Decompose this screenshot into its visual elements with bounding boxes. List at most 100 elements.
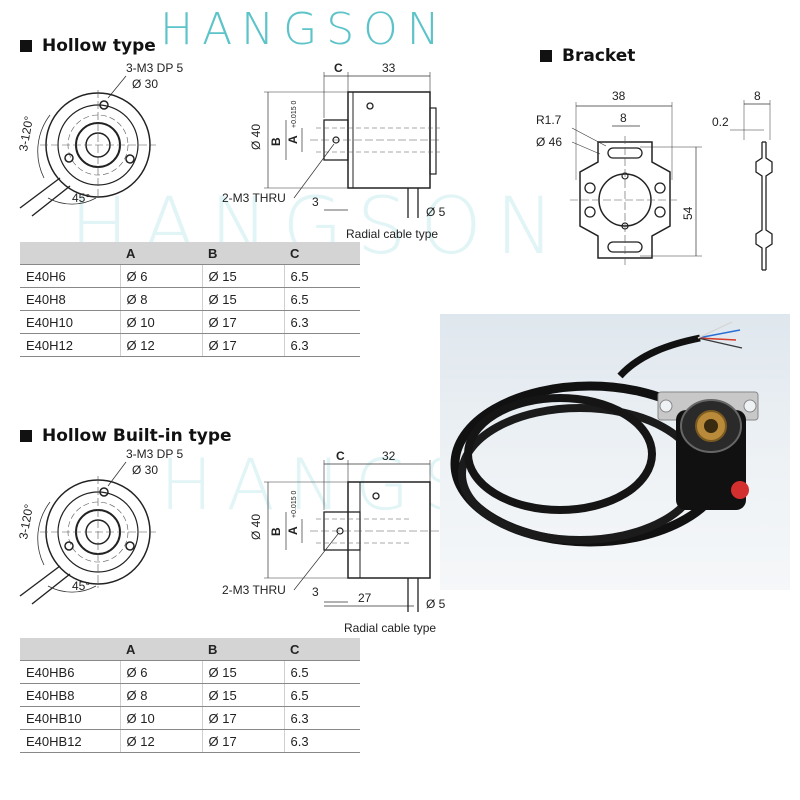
table-row: E40H6 Ø 6 Ø 15 6.5 <box>20 264 360 288</box>
builtin-thru-label: 2-M3 THRU <box>222 583 286 597</box>
table-cell: 6.3 <box>283 310 360 334</box>
builtin-pcd-label: Ø 30 <box>132 463 158 477</box>
table-cell: Ø 17 <box>201 729 284 753</box>
builtin-caption: Radial cable type <box>344 621 436 635</box>
table-row: E40H12 Ø 12 Ø 17 6.3 <box>20 333 360 357</box>
table-cell: 6.5 <box>283 660 360 684</box>
table-cell: 6.5 <box>283 264 360 288</box>
hollow-side-view: C 33 Ø 40 B A +0.015 0 2-M3 THRU 3 Ø 5 R… <box>222 61 446 241</box>
table-cell: Ø 17 <box>201 333 284 357</box>
builtin-dia-body: Ø 40 <box>249 514 263 540</box>
hollow-angle-arc-label: 3-120° <box>16 115 36 153</box>
table-row: E40HB8 Ø 8 Ø 15 6.5 <box>20 683 360 707</box>
table-cell: E40HB10 <box>20 706 120 730</box>
table-cell: Ø 15 <box>201 660 284 684</box>
hollow-type-title: Hollow type <box>20 36 156 56</box>
builtin-angle-arc-label: 3-120° <box>16 503 36 541</box>
hollow-dim-b: B <box>269 137 283 146</box>
table-cell: Ø 10 <box>119 706 202 730</box>
table-header-cell: B <box>202 638 284 661</box>
builtin-dim-3: 3 <box>312 585 319 599</box>
table-cell: 6.5 <box>283 287 360 311</box>
encoder-product-photo <box>440 314 790 590</box>
encoder-photo-illustration <box>450 321 759 547</box>
bracket-dim-thick: 8 <box>754 89 761 103</box>
table-header-cell: B <box>202 242 284 265</box>
table-cell: Ø 8 <box>119 287 202 311</box>
table-cell: Ø 17 <box>201 706 284 730</box>
bracket-dim-slot: 8 <box>620 111 627 125</box>
builtin-dim-c: C <box>336 449 345 463</box>
builtin-side-view: C 32 Ø 40 B A +0.015 0 2-M3 THRU 3 27 Ø … <box>222 449 446 635</box>
table-row: E40H10 Ø 10 Ø 17 6.3 <box>20 310 360 334</box>
bracket-dim-width: 38 <box>612 89 626 103</box>
builtin-front-view: 3-M3 DP 5 Ø 30 3-120° 45° <box>16 447 183 605</box>
table-cell: Ø 12 <box>119 729 202 753</box>
hollow-dim-len: 33 <box>382 61 396 75</box>
builtin-dim-a: A <box>286 526 300 535</box>
table-cell: 6.3 <box>283 706 360 730</box>
hollow-type-title-text: Hollow type <box>42 36 156 56</box>
builtin-cable-dia: Ø 5 <box>426 597 446 611</box>
table-cell: Ø 17 <box>201 310 284 334</box>
bracket-dim-height: 54 <box>681 206 695 220</box>
hollow-cable-angle-label: 45° <box>72 191 90 205</box>
hollow-tolerance: +0.015 0 <box>291 100 298 128</box>
table-row: E40HB10 Ø 10 Ø 17 6.3 <box>20 706 360 730</box>
bracket-title-text: Bracket <box>562 46 636 66</box>
bullet-square-icon <box>540 50 552 62</box>
table-cell: E40HB8 <box>20 683 120 707</box>
table-cell: E40H8 <box>20 287 120 311</box>
table-cell: Ø 15 <box>201 264 284 288</box>
table-header-cell: C <box>284 242 360 265</box>
builtin-cable-angle-label: 45° <box>72 579 90 593</box>
bracket-radius: R1.7 <box>536 113 562 127</box>
hollow-thread-label: 3-M3 DP 5 <box>126 61 183 75</box>
hollow-pcd-label: Ø 30 <box>132 77 158 91</box>
table-cell: E40H10 <box>20 310 120 334</box>
table-cell: Ø 15 <box>201 287 284 311</box>
table-row: E40HB12 Ø 12 Ø 17 6.3 <box>20 729 360 753</box>
table-cell: Ø 6 <box>119 660 202 684</box>
table-row: E40H8 Ø 8 Ø 15 6.5 <box>20 287 360 311</box>
hollow-spec-table: A B C E40H6 Ø 6 Ø 15 6.5 E40H8 Ø 8 Ø 15 … <box>20 242 360 357</box>
hollow-dim-3: 3 <box>312 195 319 209</box>
hollow-thru-label: 2-M3 THRU <box>222 191 286 205</box>
hollow-cable-dia: Ø 5 <box>426 205 446 219</box>
builtin-type-title: Hollow Built-in type <box>20 426 232 446</box>
builtin-dim-b: B <box>269 527 283 536</box>
table-header-cell: A <box>120 638 202 661</box>
table-cell: Ø 15 <box>201 683 284 707</box>
table-header-cell: C <box>284 638 360 661</box>
table-header-cell <box>20 242 120 265</box>
table-cell: E40H6 <box>20 264 120 288</box>
bullet-square-icon <box>20 430 32 442</box>
builtin-thread-label: 3-M3 DP 5 <box>126 447 183 461</box>
bracket-drawing: 38 8 R1.7 Ø 46 54 8 0.2 <box>536 89 773 271</box>
table-cell: Ø 8 <box>119 683 202 707</box>
table-cell: 6.3 <box>283 729 360 753</box>
hollow-dim-c: C <box>334 61 343 75</box>
table-cell: Ø 6 <box>119 264 202 288</box>
builtin-dim-len: 32 <box>382 449 396 463</box>
table-header-row: A B C <box>20 638 360 661</box>
table-cell: E40HB12 <box>20 729 120 753</box>
table-cell: E40H12 <box>20 333 120 357</box>
table-cell: Ø 12 <box>119 333 202 357</box>
bullet-square-icon <box>20 40 32 52</box>
table-cell: 6.3 <box>283 333 360 357</box>
table-cell: E40HB6 <box>20 660 120 684</box>
bracket-dia-hole: Ø 46 <box>536 135 562 149</box>
table-header-row: A B C <box>20 242 360 265</box>
table-header-cell <box>20 638 120 661</box>
builtin-spec-table: A B C E40HB6 Ø 6 Ø 15 6.5 E40HB8 Ø 8 Ø 1… <box>20 638 360 753</box>
table-header-cell: A <box>120 242 202 265</box>
builtin-dim-27: 27 <box>358 591 372 605</box>
hollow-front-view: 3-M3 DP 5 Ø 30 3-120° 45° <box>16 61 183 217</box>
builtin-type-title-text: Hollow Built-in type <box>42 426 232 446</box>
hollow-dim-a: A <box>286 135 300 144</box>
hollow-caption: Radial cable type <box>346 227 438 241</box>
table-row: E40HB6 Ø 6 Ø 15 6.5 <box>20 660 360 684</box>
table-cell: Ø 10 <box>119 310 202 334</box>
table-cell: 6.5 <box>283 683 360 707</box>
